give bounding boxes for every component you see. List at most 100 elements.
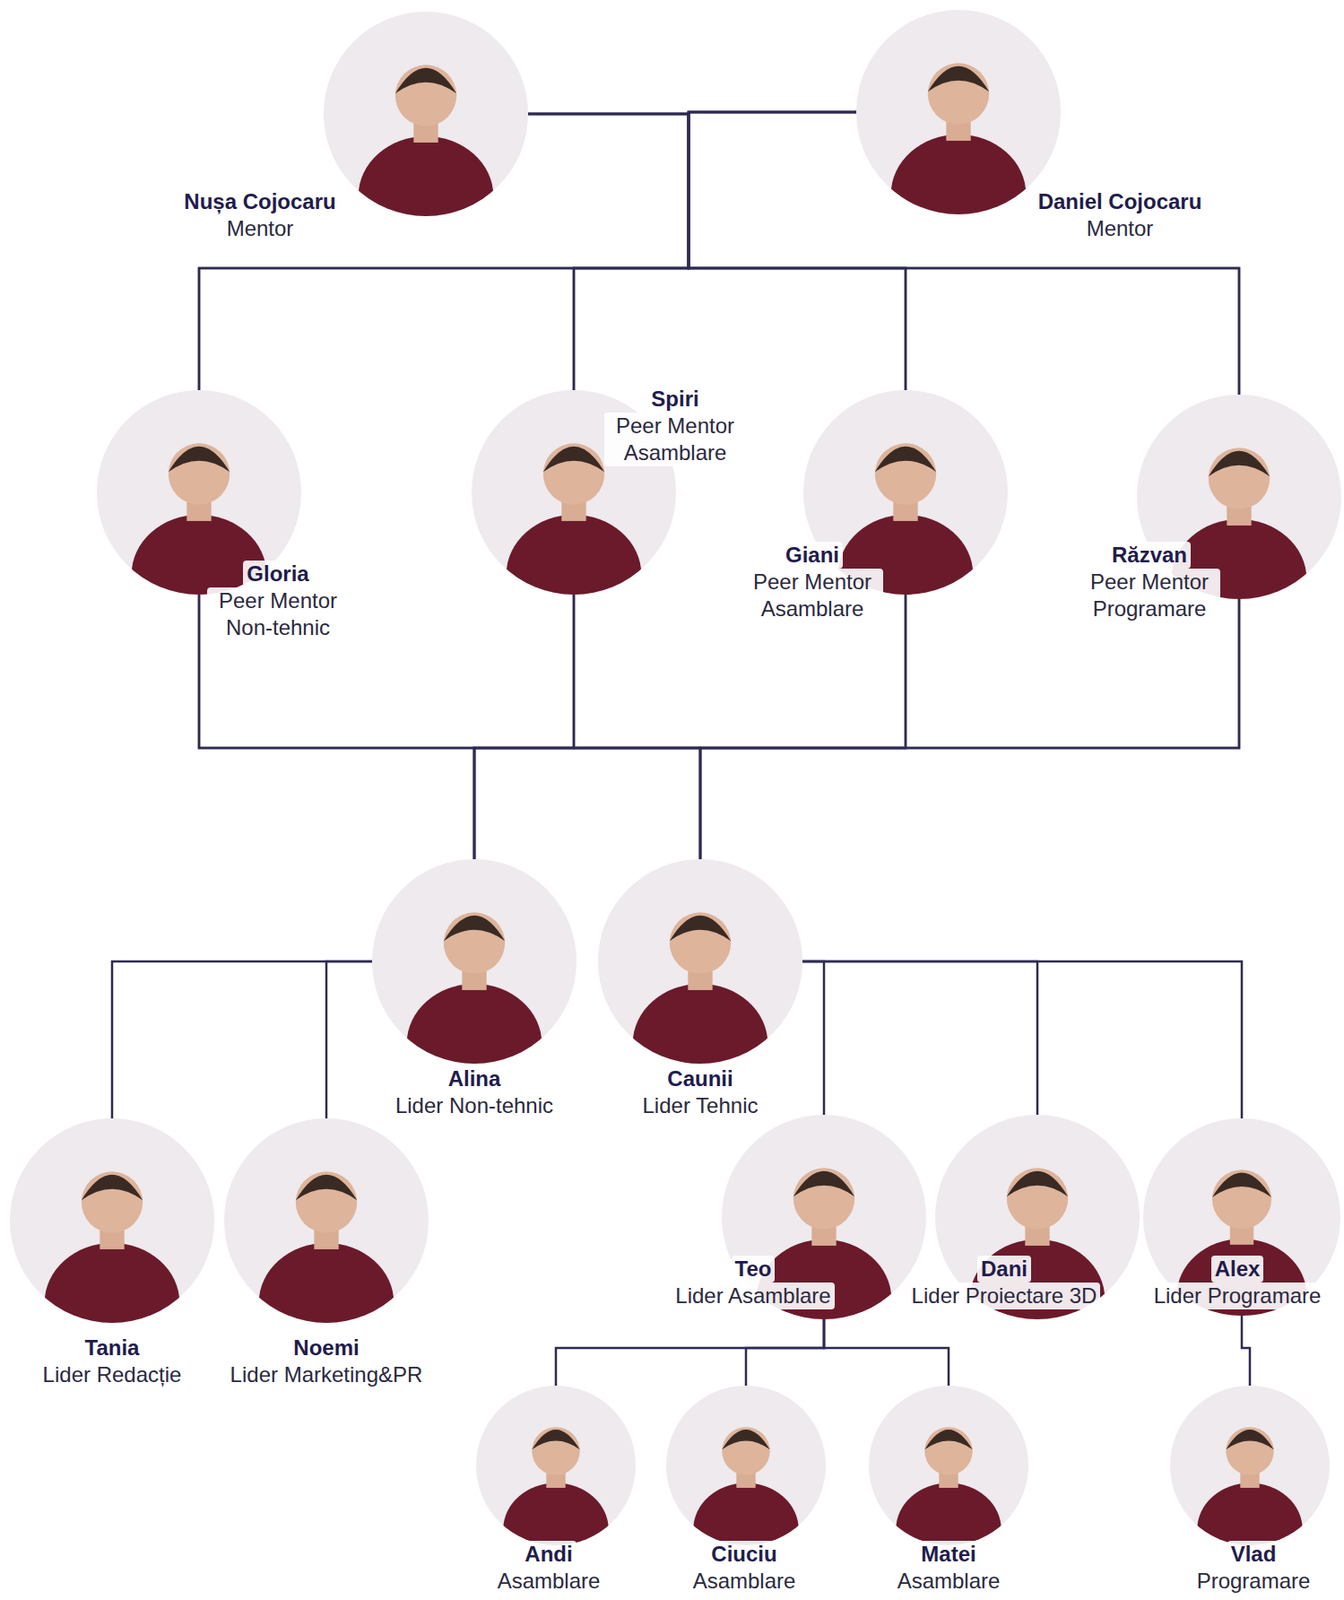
person-name: Răzvan: [1108, 541, 1191, 569]
person-label: VladProgramare: [1118, 1540, 1344, 1595]
person-role: Lider Tehnic: [639, 1092, 763, 1119]
person-label: AlexLider Programare: [1102, 1255, 1344, 1310]
person-label: SpiriPeer Mentor Asamblare: [540, 385, 810, 467]
org-connector: [745, 1318, 824, 1386]
person-node: TaniaLider Redacție: [9, 1118, 215, 1323]
person-node: GianiPeer Mentor Asamblare: [803, 390, 1008, 595]
person-name: Teo: [731, 1255, 776, 1283]
person-node: TeoLider Asamblare: [721, 1114, 927, 1319]
person-node: SpiriPeer Mentor Asamblare: [471, 390, 677, 595]
portrait-photo: [476, 1385, 636, 1545]
org-connector: [199, 112, 857, 391]
person-role: Peer Mentor Non-tehnic: [207, 587, 349, 642]
person-name: Tania: [81, 1334, 144, 1362]
org-connector: [573, 112, 857, 391]
person-role: Asamblare: [494, 1567, 605, 1595]
org-connector: [528, 113, 689, 391]
person-label: RăzvanPeer Mentor Programare: [1014, 541, 1284, 623]
person-role: Lider Redacție: [39, 1361, 186, 1388]
person-name: Vlad: [1227, 1540, 1281, 1568]
person-label: Nușa CojocaruMentor: [125, 188, 395, 243]
org-connector: [802, 961, 1242, 1119]
person-label: NoemiLider Marketing&PR: [191, 1334, 461, 1388]
portrait-photo: [224, 1118, 429, 1323]
person-node: MateiAsamblare: [868, 1385, 1029, 1545]
person-name: Nușa Cojocaru: [180, 188, 339, 216]
org-connector: [199, 113, 689, 391]
person-node: AndiAsamblare: [476, 1385, 636, 1545]
org-connector: [700, 594, 906, 859]
org-connector: [823, 1318, 949, 1386]
person-role: Peer Mentor Programare: [1078, 568, 1221, 623]
person-name: Andi: [520, 1540, 576, 1568]
org-connector: [700, 598, 1240, 859]
org-connector: [474, 598, 1240, 859]
person-name: Spiri: [647, 385, 703, 413]
person-node: NoemiLider Marketing&PR: [224, 1118, 429, 1323]
person-name: Matei: [917, 1540, 980, 1568]
person-name: Gloria: [242, 560, 313, 588]
org-connector: [112, 961, 373, 1119]
org-connector: [573, 594, 701, 859]
person-name: Daniel Cojocaru: [1034, 188, 1206, 216]
org-connector: [474, 594, 574, 859]
person-name: Giani: [781, 541, 843, 569]
portrait-photo: [598, 858, 803, 1064]
person-role: Mentor: [1083, 215, 1158, 243]
org-connector: [802, 961, 824, 1115]
org-connector: [474, 594, 906, 859]
person-role: Lider Proiectare 3D: [908, 1282, 1102, 1310]
person-label: Daniel CojocaruMentor: [985, 188, 1255, 243]
portrait-photo: [666, 1385, 826, 1545]
portrait-photo: [1170, 1385, 1330, 1545]
org-connector: [802, 961, 1038, 1115]
person-name: Caunii: [663, 1065, 737, 1093]
portrait-photo: [323, 11, 529, 217]
person-label: GianiPeer Mentor Asamblare: [677, 541, 947, 623]
person-role: Lider Asamblare: [671, 1282, 834, 1310]
portrait-photo: [856, 9, 1061, 215]
person-node: DaniLider Proiectare 3D: [935, 1114, 1140, 1319]
person-role: Lider Programare: [1150, 1282, 1326, 1310]
org-connector: [326, 961, 373, 1119]
person-name: Alina: [444, 1065, 505, 1093]
portrait-photo: [9, 1118, 215, 1323]
person-node: AlexLider Programare: [1143, 1118, 1341, 1316]
person-label: MateiAsamblare: [814, 1540, 1084, 1595]
portrait-photo: [868, 1385, 1029, 1545]
org-connector: [688, 112, 1240, 395]
org-connector: [555, 1318, 824, 1386]
person-node: RăzvanPeer Mentor Programare: [1136, 394, 1342, 599]
person-role: Programare: [1193, 1567, 1315, 1595]
person-name: Noemi: [289, 1334, 363, 1362]
person-label: DaniLider Proiectare 3D: [869, 1255, 1139, 1310]
person-role: Lider Marketing&PR: [226, 1361, 427, 1388]
person-node: GloriaPeer Mentor Non-tehnic: [96, 390, 302, 595]
person-role: Asamblare: [689, 1567, 800, 1595]
person-role: Peer Mentor Asamblare: [741, 568, 884, 623]
person-node: Daniel CojocaruMentor: [856, 9, 1061, 215]
person-label: CiuciuAsamblare: [609, 1540, 879, 1595]
person-label: AndiAsamblare: [414, 1540, 684, 1595]
portrait-photo: [372, 858, 577, 1064]
person-role: Peer Mentor Asamblare: [604, 412, 746, 467]
person-label: CauniiLider Tehnic: [565, 1065, 835, 1119]
person-label: TeoLider Asamblare: [618, 1255, 888, 1310]
person-name: Dani: [977, 1255, 1032, 1283]
person-node: Nușa CojocaruMentor: [323, 11, 529, 217]
person-role: Mentor: [223, 215, 298, 243]
org-connector: [528, 113, 906, 391]
org-connector: [1241, 1315, 1250, 1386]
person-name: Alex: [1211, 1255, 1265, 1283]
person-role: Asamblare: [893, 1567, 1005, 1595]
person-node: CauniiLider Tehnic: [598, 858, 803, 1064]
person-label: AlinaLider Non-tehnic: [339, 1065, 609, 1119]
person-name: Ciuciu: [707, 1540, 781, 1568]
person-label: TaniaLider Redacție: [0, 1334, 247, 1388]
person-node: CiuciuAsamblare: [666, 1385, 826, 1545]
person-role: Lider Non-tehnic: [391, 1092, 557, 1119]
person-node: AlinaLider Non-tehnic: [372, 858, 577, 1064]
person-node: VladProgramare: [1170, 1385, 1330, 1545]
person-label: GloriaPeer Mentor Non-tehnic: [143, 560, 413, 642]
